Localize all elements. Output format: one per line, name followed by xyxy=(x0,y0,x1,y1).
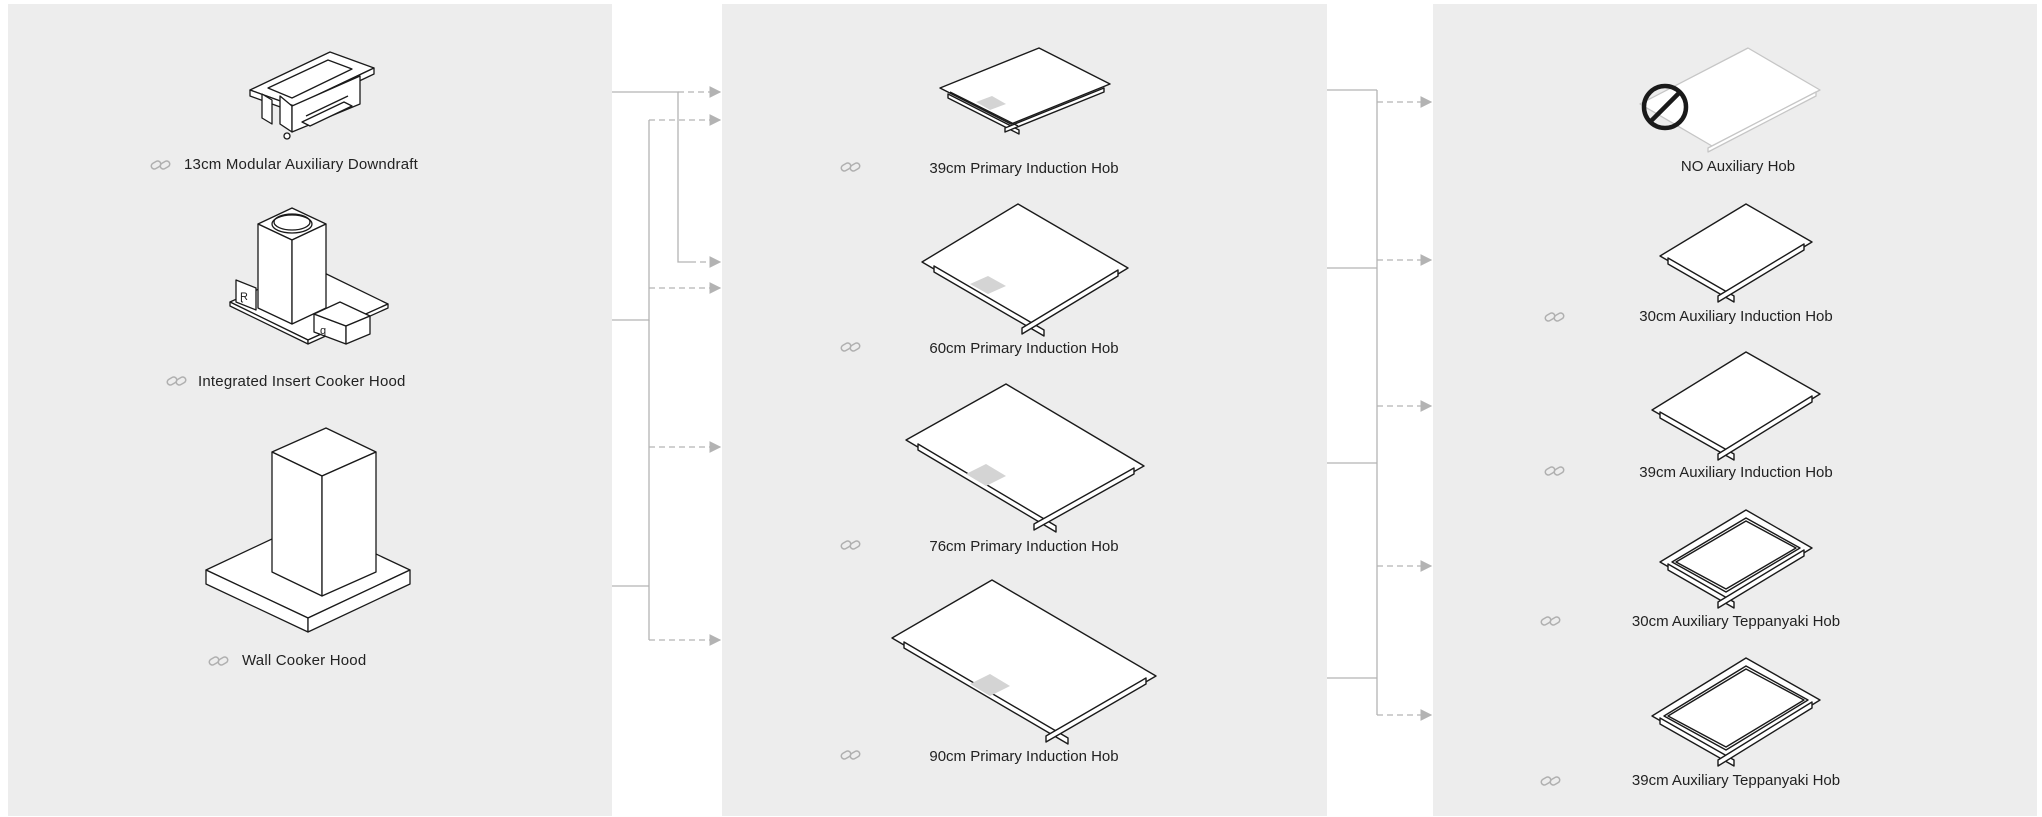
link-icon[interactable] xyxy=(840,340,862,354)
extraction-panel xyxy=(8,4,612,816)
connector-insert-trunk xyxy=(612,120,650,321)
hob-60-label: 60cm Primary Induction Hob xyxy=(929,340,1119,357)
link-icon[interactable] xyxy=(150,158,172,172)
link-icon[interactable] xyxy=(208,654,230,668)
item-caption-wall-hood: Wall Cooker Hood xyxy=(242,652,366,669)
hob-60-illustration xyxy=(921,203,1129,337)
no-aux-hob-label: NO Auxiliary Hob xyxy=(1680,158,1796,175)
aux-30-tep-illustration xyxy=(1659,509,1813,609)
wall-hood-illustration xyxy=(205,427,411,633)
item-caption-insert-hood: Integrated Insert Cooker Hood xyxy=(198,373,406,390)
item-caption-downdraft: 13cm Modular Auxiliary Downdraft xyxy=(184,156,418,173)
item-label: Wall Cooker Hood xyxy=(242,652,367,669)
aux-30-ind-label: 30cm Auxiliary Induction Hob xyxy=(1639,308,1833,325)
svg-text:q: q xyxy=(320,325,326,337)
aux-39-ind-illustration xyxy=(1651,351,1821,461)
aux-39-ind-label: 39cm Auxiliary Induction Hob xyxy=(1639,464,1833,481)
aux-30-tep-label: 30cm Auxiliary Teppanyaki Hob xyxy=(1631,613,1841,630)
aux-39-tep-illustration xyxy=(1651,657,1821,767)
hob-76-illustration xyxy=(905,383,1145,533)
hob-76-label: 76cm Primary Induction Hob xyxy=(929,538,1119,555)
link-icon[interactable] xyxy=(840,748,862,762)
link-icon[interactable] xyxy=(840,160,862,174)
svg-text:Ɽ: Ɽ xyxy=(240,291,248,303)
hob-39-illustration xyxy=(939,47,1111,135)
aux-30-ind-illustration xyxy=(1659,203,1813,303)
prohibited-icon xyxy=(1641,83,1689,131)
item-label: 13cm Modular Auxiliary Downdraft xyxy=(184,156,418,173)
link-icon[interactable] xyxy=(840,538,862,552)
link-icon[interactable] xyxy=(1540,774,1562,788)
link-icon[interactable] xyxy=(1540,614,1562,628)
insert-hood-illustration: Ɽ q xyxy=(229,207,389,345)
downdraft-illustration xyxy=(249,51,375,140)
hob-90-illustration xyxy=(891,579,1157,745)
link-icon[interactable] xyxy=(1544,310,1566,324)
hob-39-label: 39cm Primary Induction Hob xyxy=(929,160,1119,177)
link-icon[interactable] xyxy=(1544,464,1566,478)
aux-39-tep-label: 39cm Auxiliary Teppanyaki Hob xyxy=(1631,772,1841,789)
connector-downdraft-trunk xyxy=(612,91,690,263)
no-aux-hob-illustration xyxy=(1639,47,1821,153)
link-icon[interactable] xyxy=(166,374,188,388)
hob-90-label: 90cm Primary Induction Hob xyxy=(929,748,1119,765)
item-label: Integrated Insert Cooker Hood xyxy=(198,373,406,390)
